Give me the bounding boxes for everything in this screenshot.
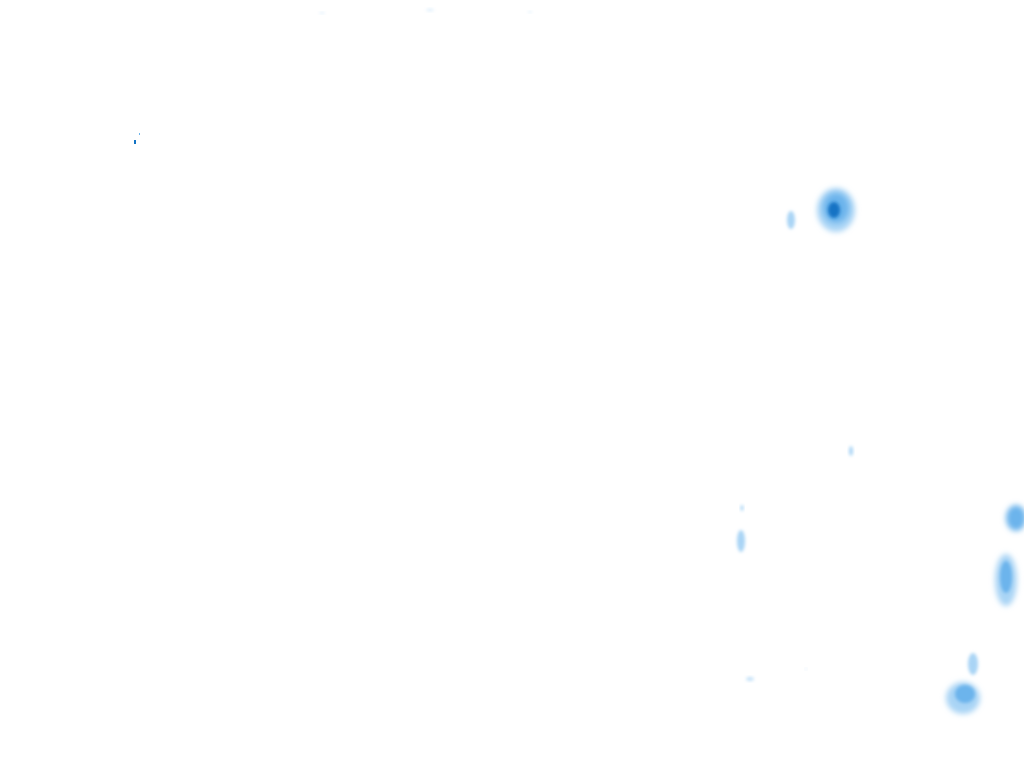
- radar-blob: [968, 653, 978, 675]
- radar-cell-mid: [737, 446, 853, 681]
- radar-blob: [737, 530, 745, 552]
- radar-blob: [828, 202, 840, 218]
- radar-blob: [805, 668, 807, 670]
- radar-blob: [787, 211, 795, 229]
- radar-blob: [319, 12, 325, 14]
- radar-blob: [849, 446, 853, 456]
- radar-pixel: [134, 140, 136, 144]
- radar-blob: [1000, 561, 1012, 593]
- radar-cell-main: [787, 188, 855, 232]
- radar-cell-top-faint: [319, 8, 532, 14]
- radar-blob: [1006, 505, 1024, 531]
- radar-blob: [528, 11, 532, 13]
- radar-cell-speck: [134, 133, 140, 144]
- radar-blob: [746, 677, 754, 681]
- radar-cell-right-edge: [995, 505, 1024, 606]
- radar-cell-bottom-right: [946, 653, 980, 714]
- radar-blob: [740, 505, 744, 511]
- radar-blob: [955, 685, 975, 703]
- radar-pixel: [139, 133, 140, 135]
- radar-blob: [426, 8, 434, 12]
